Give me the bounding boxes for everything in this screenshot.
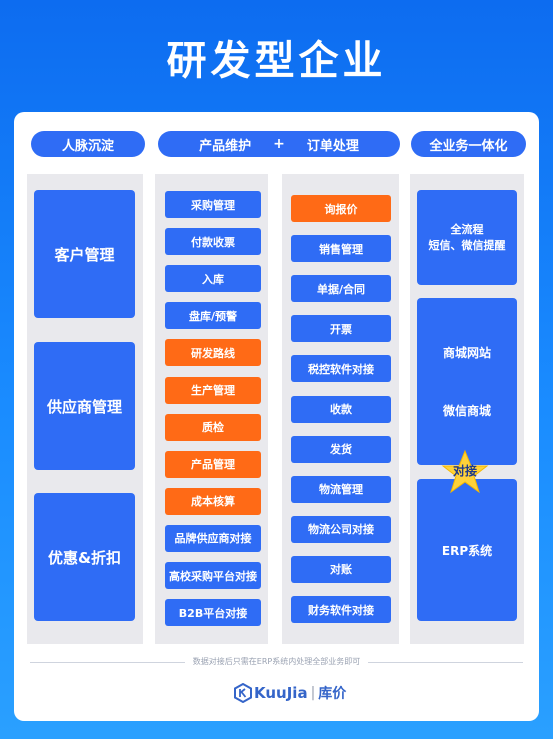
procurement-item-label: 入库 [202,272,224,286]
procurement-item-label: 产品管理 [191,458,235,472]
header-col23: 产品维护 + 订单处理 [158,131,400,157]
page-title: 研发型企业 [166,38,387,84]
supplier-management-box: 供应商管理 [34,342,135,470]
order-item-label: 开票 [330,322,352,336]
procurement-item: 采购管理 [165,191,261,218]
procurement-item: 生产管理 [165,376,261,404]
order-item-label: 收款 [330,403,352,416]
order-item: 物流管理 [291,475,391,503]
procurement-item-label: 付款收票 [191,235,235,249]
mall-website-label: 商城网站 [442,346,491,361]
supplier-management-label: 供应商管理 [46,397,122,416]
order-item-label: 单据/合同 [316,282,366,296]
star-icon [441,449,489,494]
header-col23-left-label: 产品维护 [199,138,252,154]
order-item-label: 询报价 [324,202,358,216]
order-item-label: 对账 [330,563,352,577]
procurement-item: 质检 [165,413,261,441]
procurement-item-label: 质检 [202,421,224,435]
discount-label: 优惠&折扣 [47,548,122,567]
order-item-label: 物流管理 [319,483,363,497]
order-item: 询报价 [291,195,391,222]
order-item: 发货 [291,435,391,463]
plus-sign: + [273,136,285,152]
workflow-reminder-box: 全流程 短信、微信提醒 [417,190,517,285]
logo-chinese-text: 库价 [318,686,347,702]
logo-brand-text: KuuJia [254,684,308,702]
header-col23-right-label: 订单处理 [306,138,359,154]
header-col1: 人脉沉淀 [31,131,145,157]
order-item: 单据/合同 [291,275,391,303]
procurement-item-label: 品牌供应商对接 [174,532,252,546]
integration-star-label: 对接 [452,464,477,478]
brand-logo: KuuJia | 库价 [233,681,346,705]
customer-management-label: 客户管理 [54,245,115,264]
procurement-item: 高校采购平台对接 [165,562,261,589]
procurement-item-label: 研发路线 [191,346,235,360]
mall-box: 商城网站 微信商城 [417,298,517,465]
procurement-item: 成本核算 [165,487,261,515]
discount-box: 优惠&折扣 [34,493,135,621]
order-item: 税控软件对接 [291,355,391,383]
procurement-item-label: 采购管理 [191,198,235,212]
workflow-reminder-line1: 全流程 [450,222,484,236]
logo-separator: | [310,685,316,701]
erp-system-label: ERP系统 [441,543,493,558]
order-item-label: 发货 [330,443,352,457]
order-item: 对账 [291,555,391,583]
order-item-label: 税控软件对接 [308,362,374,376]
wechat-mall-label: 微信商城 [442,403,491,418]
procurement-item: B2B平台对接 [165,599,261,627]
erp-system-box: ERP系统 [417,479,517,621]
order-item-label: 财务软件对接 [308,603,374,617]
procurement-item: 研发路线 [165,339,261,367]
header-col4: 全业务一体化 [411,131,526,157]
order-item: 物流公司对接 [291,515,391,543]
procurement-item: 付款收票 [165,228,261,256]
order-item: 收款 [291,395,391,423]
header-col1-label: 人脉沉淀 [61,138,114,154]
procurement-item-label: B2B平台对接 [178,606,248,620]
workflow-reminder-line2: 短信、微信提醒 [428,238,506,252]
procurement-item-label: 盘库/预警 [188,309,238,323]
order-item-label: 销售管理 [319,242,363,256]
footer-divider-right [368,662,523,663]
header-col4-label: 全业务一体化 [429,138,508,154]
procurement-item: 入库 [165,265,261,293]
order-item: 销售管理 [291,235,391,263]
procurement-item-label: 生产管理 [191,384,235,397]
procurement-item-label: 成本核算 [191,495,235,509]
order-item: 财务软件对接 [291,596,391,623]
order-item: 开票 [291,315,391,343]
footer-note: 数据对接后只需在ERP系统内处理全部业务即可 [192,657,361,666]
procurement-item: 盘库/预警 [165,302,261,330]
customer-management-box: 客户管理 [34,190,135,318]
procurement-item: 品牌供应商对接 [165,524,261,552]
procurement-item-label: 高校采购平台对接 [169,569,257,583]
procurement-item: 产品管理 [165,450,261,478]
order-item-label: 物流公司对接 [308,523,374,537]
footer-divider-left [30,662,185,663]
kuujia-logo-icon [234,683,252,703]
